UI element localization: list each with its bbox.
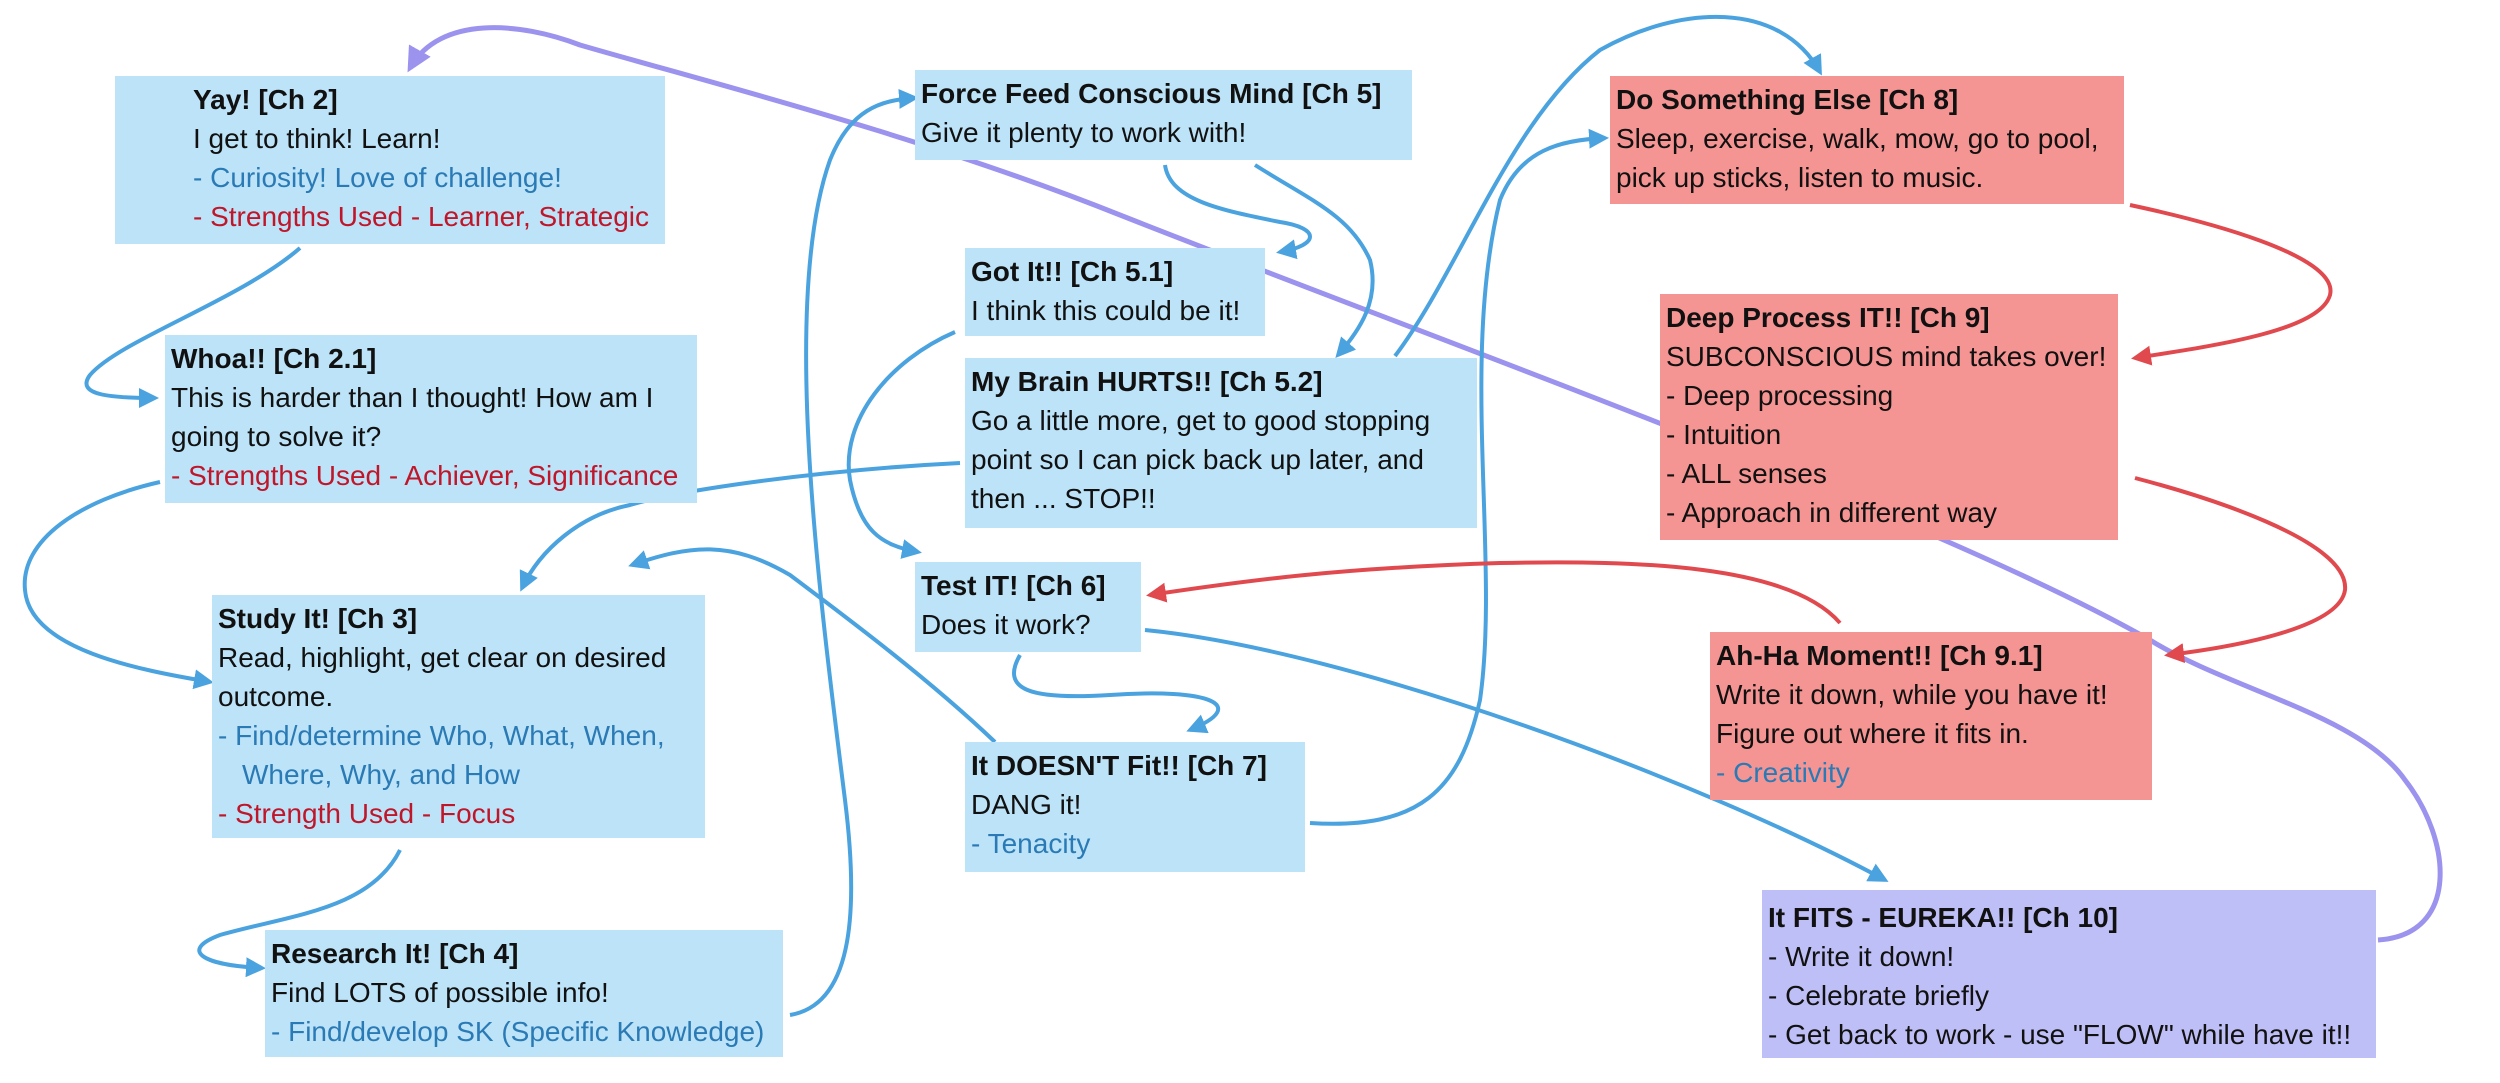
arrow-ch3-to-ch4 xyxy=(197,849,402,978)
node-title: Force Feed Conscious Mind [Ch 5] xyxy=(921,78,1382,109)
node-text: Write it down, while you have it! xyxy=(1716,679,2108,710)
node-text: - ALL senses xyxy=(1666,458,1827,489)
node-text: - Intuition xyxy=(1666,419,1782,450)
arrow-ch5-to-ch5-1 xyxy=(1163,164,1312,260)
node-trait: - Tenacity xyxy=(971,828,1091,859)
arrow-ch7-to-ch8 xyxy=(1309,128,1609,826)
node-title: Ah-Ha Moment!! [Ch 9.1] xyxy=(1716,640,2043,671)
node-ch10: It FITS - EUREKA!! [Ch 10] - Write it do… xyxy=(1762,890,2376,1058)
node-title: Test IT! [Ch 6] xyxy=(921,570,1106,601)
node-trait: - Creativity xyxy=(1716,757,1850,788)
node-title: Whoa!! [Ch 2.1] xyxy=(171,343,377,374)
node-text: - Celebrate briefly xyxy=(1768,980,1989,1011)
arrow-ch10-to-ch2 xyxy=(407,25,2443,943)
node-ch2-1: Whoa!! [Ch 2.1] This is harder than I th… xyxy=(165,335,697,503)
node-title: Do Something Else [Ch 8] xyxy=(1616,84,1959,115)
arrow-ch7-to-ch3 xyxy=(628,547,997,744)
node-ch4: Research It! [Ch 4] Find LOTS of possibl… xyxy=(265,930,783,1057)
arrow-ch5-to-ch5-2 xyxy=(1253,163,1375,359)
node-ch9: Deep Process IT!! [Ch 9] SUBCONSCIOUS mi… xyxy=(1660,294,2118,540)
arrow-ch6-to-ch7 xyxy=(1012,654,1221,734)
node-trait: - Curiosity! Love of challenge! xyxy=(193,162,562,193)
node-ch5-1: Got It!! [Ch 5.1] I think this could be … xyxy=(965,248,1265,336)
node-title: It DOESN'T Fit!! [Ch 7] xyxy=(971,750,1267,781)
node-strengths: - Strengths Used - Achiever, Significanc… xyxy=(171,460,679,491)
arrow-ch9-1-to-ch6 xyxy=(1146,560,1842,625)
node-ch8: Do Something Else [Ch 8] Sleep, exercise… xyxy=(1610,76,2124,204)
node-text: Sleep, exercise, walk, mow, go to pool, xyxy=(1616,123,2099,154)
node-text: I think this could be it! xyxy=(971,295,1241,326)
arrow-ch4-to-ch5 xyxy=(789,88,919,1017)
arrow-ch2-1-to-ch3 xyxy=(22,480,214,690)
node-text: Figure out where it fits in. xyxy=(1716,718,2029,749)
node-text: Go a little more, get to good stopping xyxy=(971,405,1431,436)
arrow-ch8-to-ch9 xyxy=(2129,203,2333,366)
node-text: This is harder than I thought! How am I xyxy=(171,382,654,413)
node-text: - Write it down! xyxy=(1768,941,1955,972)
node-ch6: Test IT! [Ch 6] Does it work? xyxy=(915,562,1141,652)
node-text: Give it plenty to work with! xyxy=(921,117,1247,148)
node-ch2: Yay! [Ch 2] I get to think! Learn! - Cur… xyxy=(115,76,665,244)
node-title: Study It! [Ch 3] xyxy=(218,603,418,634)
node-trait: - Find/determine Who, What, When, xyxy=(218,720,665,751)
node-title: Yay! [Ch 2] xyxy=(193,84,338,115)
node-text: outcome. xyxy=(218,681,334,712)
node-title: My Brain HURTS!! [Ch 5.2] xyxy=(971,366,1323,397)
node-text: then ... STOP!! xyxy=(971,483,1156,514)
node-text: point so I can pick back up later, and xyxy=(971,444,1424,475)
arrow-ch5-2-to-ch8 xyxy=(1393,14,1822,358)
node-title: It FITS - EUREKA!! [Ch 10] xyxy=(1768,902,2118,933)
node-ch5-2: My Brain HURTS!! [Ch 5.2] Go a little mo… xyxy=(965,358,1477,528)
node-title: Research It! [Ch 4] xyxy=(271,938,519,969)
node-text: I get to think! Learn! xyxy=(193,123,441,154)
node-text: going to solve it? xyxy=(171,421,382,452)
arrow-ch6-to-ch10 xyxy=(1144,628,1889,882)
node-ch5: Force Feed Conscious Mind [Ch 5] Give it… xyxy=(915,70,1412,160)
arrow-ch9-to-ch9-1 xyxy=(2134,476,2348,663)
node-text: - Deep processing xyxy=(1666,380,1894,411)
node-text: pick up sticks, listen to music. xyxy=(1616,162,1984,193)
node-trait: - Find/develop SK (Specific Knowledge) xyxy=(271,1016,765,1047)
node-title: Got It!! [Ch 5.1] xyxy=(971,256,1174,287)
node-text: DANG it! xyxy=(971,789,1082,820)
node-text: - Get back to work - use "FLOW" while ha… xyxy=(1768,1019,2352,1050)
node-title: Deep Process IT!! [Ch 9] xyxy=(1666,302,1990,333)
node-strengths: - Strength Used - Focus xyxy=(218,798,516,829)
node-trait: Where, Why, and How xyxy=(242,759,521,790)
arrow-ch5-1-to-ch6 xyxy=(846,330,956,559)
node-text: - Approach in different way xyxy=(1666,497,1998,528)
node-text: SUBCONSCIOUS mind takes over! xyxy=(1666,341,2107,372)
node-text: Read, highlight, get clear on desired xyxy=(218,642,667,673)
node-text: Find LOTS of possible info! xyxy=(271,977,609,1008)
node-ch3: Study It! [Ch 3] Read, highlight, get cl… xyxy=(212,595,705,838)
node-ch9-1: Ah-Ha Moment!! [Ch 9.1] Write it down, w… xyxy=(1710,632,2152,800)
node-ch7: It DOESN'T Fit!! [Ch 7] DANG it! - Tenac… xyxy=(965,742,1305,872)
node-text: Does it work? xyxy=(921,609,1091,640)
node-strengths: - Strengths Used - Learner, Strategic xyxy=(193,201,649,232)
arrow-ch2-to-ch2-1 xyxy=(84,246,302,408)
